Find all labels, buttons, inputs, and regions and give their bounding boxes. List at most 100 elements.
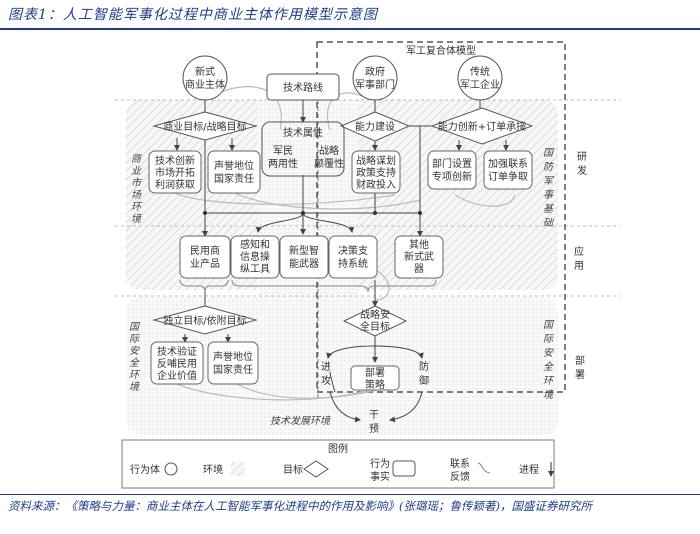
svg-text:部门设置: 部门设置 <box>432 157 472 170</box>
svg-text:军事部门: 军事部门 <box>355 78 395 91</box>
svg-text:国家责任: 国家责任 <box>213 363 253 376</box>
svg-text:防: 防 <box>419 360 429 373</box>
svg-text:用: 用 <box>574 261 584 272</box>
svg-text:进程: 进程 <box>519 464 539 476</box>
svg-text:际: 际 <box>543 334 554 345</box>
svg-text:础: 础 <box>543 217 554 229</box>
stage-label-application: 应 用 <box>574 245 584 272</box>
title-divider <box>0 28 700 30</box>
goal-commercial-strategic: 商业目标/战略目标 <box>152 111 258 141</box>
svg-text:境: 境 <box>131 213 142 225</box>
legend-item-fact: 行为 事实 <box>370 457 416 483</box>
svg-text:市: 市 <box>131 177 143 189</box>
svg-text:军: 军 <box>543 176 555 187</box>
svg-text:技术属性: 技术属性 <box>283 126 323 139</box>
tech-attribute-box: 技术属性 军民 两用性 战略 颠覆性 <box>261 100 345 400</box>
goal-strategic-security: 战略安 全目标 <box>342 305 408 337</box>
svg-text:国: 国 <box>543 148 555 159</box>
svg-text:新式: 新式 <box>195 65 215 78</box>
svg-text:新式武: 新式武 <box>404 250 434 263</box>
svg-text:进: 进 <box>321 361 331 373</box>
military-complex-label: 军工复合体模型 <box>406 44 476 57</box>
fact-perception-tools: 感知和 信息操 纵工具 <box>230 235 280 279</box>
svg-text:行为体: 行为体 <box>130 463 160 476</box>
svg-text:两用性: 两用性 <box>268 157 298 170</box>
action-intervention: 干 预 <box>369 410 379 435</box>
defense-military-environment <box>330 100 558 290</box>
fact-other-weapons: 其他 新式武 器 <box>394 235 444 279</box>
goal-independent-dependent: 独立目标/依附目标 <box>152 305 258 335</box>
fact-strategic-planning: 战略谋划 政策支持 财政投入 <box>351 150 401 194</box>
svg-text:声誉地位: 声誉地位 <box>214 159 254 172</box>
source-divider <box>0 494 700 495</box>
svg-text:联系: 联系 <box>450 458 470 470</box>
international-security-environment <box>126 297 558 435</box>
svg-text:企业价值: 企业价值 <box>157 369 197 382</box>
fact-reputation-rnd: 声誉地位 国家责任 <box>207 150 261 194</box>
svg-text:持系统: 持系统 <box>338 257 368 270</box>
svg-text:环: 环 <box>131 202 143 213</box>
svg-text:攻: 攻 <box>321 374 331 387</box>
svg-text:国家责任: 国家责任 <box>214 172 254 185</box>
svg-text:战略安: 战略安 <box>360 308 390 321</box>
fact-civil-products: 民用商 业产品 <box>179 235 231 279</box>
svg-text:商业主体: 商业主体 <box>185 78 225 91</box>
svg-text:商业目标/战略目标: 商业目标/战略目标 <box>163 120 246 133</box>
fact-tech-validation: 技术验证 反哺民用 企业价值 <box>150 341 204 385</box>
svg-text:器: 器 <box>414 263 424 275</box>
legend-title: 图例 <box>328 442 348 455</box>
legend: 图例 行为体 环境 目标 行为 事实 联系 反馈 进程 <box>121 439 555 489</box>
legend-item-environment: 环境 <box>203 462 245 476</box>
fact-smart-weapons: 新型智 能武器 <box>279 235 329 279</box>
svg-text:订单争取: 订单争取 <box>488 170 528 183</box>
svg-text:财政投入: 财政投入 <box>356 178 396 191</box>
svg-text:部署: 部署 <box>365 366 385 379</box>
svg-text:能武器: 能武器 <box>289 257 319 270</box>
svg-text:全目标: 全目标 <box>360 320 390 333</box>
stage-label-rnd: 研 发 <box>577 151 587 177</box>
process-connectors <box>174 100 509 423</box>
svg-text:事实: 事实 <box>370 470 390 483</box>
env-label-commercial-market: 商 业 市 场 环 境 <box>131 153 143 225</box>
env-label-defense-military: 国 防 军 事 基 础 <box>543 148 555 229</box>
svg-text:军民: 军民 <box>273 145 293 157</box>
svg-text:境: 境 <box>129 381 140 393</box>
svg-text:声誉地位: 声誉地位 <box>213 350 253 363</box>
svg-text:策略: 策略 <box>365 378 385 391</box>
svg-text:技术路线: 技术路线 <box>283 81 323 94</box>
svg-text:民用商: 民用商 <box>190 244 220 257</box>
env-label-tech-development: 技术发展环境 <box>270 415 331 427</box>
svg-text:基: 基 <box>543 203 554 215</box>
svg-text:安: 安 <box>129 345 140 357</box>
env-label-intl-security-left: 国 际 安 全 环 境 <box>129 322 141 393</box>
legend-item-goal: 目标 <box>283 460 329 478</box>
fact-deployment-strategy: 部署 策略 <box>350 365 400 391</box>
figure-title: 图表1：人工智能军事化过程中商业主体作用模型示意图 <box>8 7 378 23</box>
svg-text:场: 场 <box>131 189 142 201</box>
svg-text:全: 全 <box>129 357 140 369</box>
svg-text:业: 业 <box>131 165 142 177</box>
fact-decision-support: 决策支 持系统 <box>328 235 378 279</box>
svg-text:技术创新: 技术创新 <box>155 154 195 167</box>
svg-text:决策支: 决策支 <box>338 244 368 257</box>
svg-text:独立目标/依附目标: 独立目标/依附目标 <box>163 314 246 327</box>
svg-text:预: 预 <box>369 423 379 435</box>
goal-capability-innovation: 能力创新+订单承接 <box>430 107 534 145</box>
actor-gov-military: 政府 军事部门 <box>352 55 398 101</box>
fact-reputation-deploy: 声誉地位 国家责任 <box>207 341 259 385</box>
fact-tech-innovation: 技术创新 市场开拓 利润获取 <box>148 150 202 194</box>
svg-text:政策支持: 政策支持 <box>356 166 396 179</box>
svg-text:环境: 环境 <box>203 463 223 476</box>
svg-text:新型智: 新型智 <box>289 244 319 257</box>
military-complex-boundary <box>316 41 566 393</box>
action-defense: 防 御 <box>419 360 429 387</box>
svg-text:反馈: 反馈 <box>450 470 470 483</box>
svg-text:发: 发 <box>577 164 587 177</box>
svg-text:颠覆性: 颠覆性 <box>314 157 344 170</box>
svg-text:研: 研 <box>577 151 587 163</box>
svg-text:其他: 其他 <box>409 238 429 251</box>
svg-text:行为: 行为 <box>370 457 390 470</box>
env-label-intl-security-right: 国 际 安 全 环 境 <box>543 320 555 401</box>
svg-text:部: 部 <box>575 354 585 367</box>
